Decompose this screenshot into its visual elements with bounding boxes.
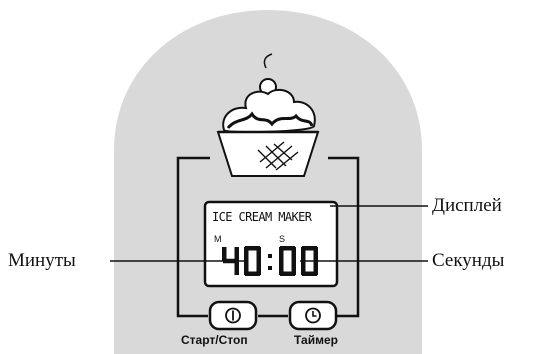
start-stop-label: Старт/Стоп [181,334,248,346]
timer-label: Таймер [294,334,338,346]
control-panel [114,10,422,354]
lcd-title: ICE CREAM MAKER [212,211,311,223]
timer-button[interactable] [290,302,336,329]
seconds-marker: S [279,235,285,244]
display-label: Дисплей [432,196,502,215]
start-stop-button[interactable] [210,302,256,329]
seconds-label: Секунды [432,251,504,270]
minutes-marker: M [214,235,222,244]
minutes-label: Минуты [8,251,76,270]
